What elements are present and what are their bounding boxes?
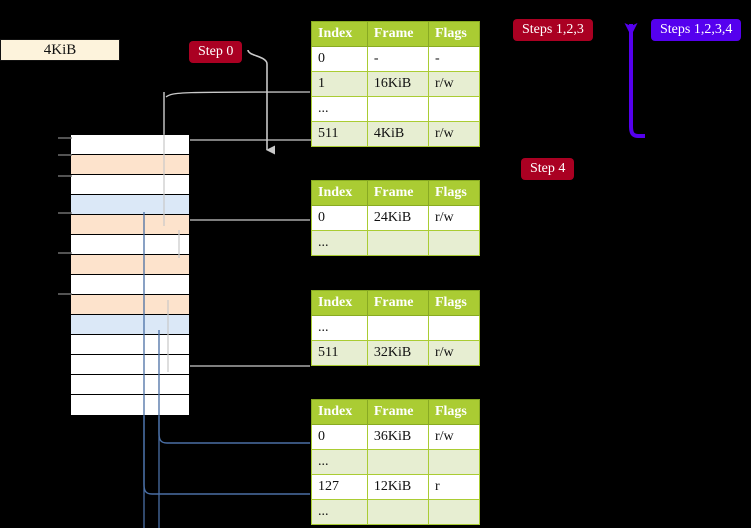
memory-grid-row (71, 275, 189, 295)
memory-grid-row (71, 175, 189, 195)
table-row: 511 32KiB r/w (311, 340, 481, 366)
purple-step-arrow (624, 23, 645, 138)
memory-grid-row (71, 335, 189, 355)
cell-frame (366, 96, 429, 122)
cell-flags (427, 449, 481, 475)
badge-steps-123-label: Steps 1,2,3 (522, 22, 584, 37)
page-table-level-2: Index Frame Flags ... 511 32KiB r/w (311, 290, 481, 366)
cell-index: ... (311, 96, 368, 122)
badge-step-4-label: Step 4 (530, 161, 566, 176)
cell-flags: r/w (427, 205, 481, 231)
badge-step-0: Step 0 (189, 41, 243, 63)
cell-flags (427, 315, 481, 341)
cell-index: ... (311, 230, 368, 256)
column-header-frame: Frame (366, 399, 429, 425)
table-row: 0 - - (311, 46, 481, 72)
cell-frame (366, 230, 429, 256)
memory-block-label: 4KiB (43, 41, 77, 58)
memory-grid-row (71, 355, 189, 375)
table-header-row: Index Frame Flags (311, 290, 481, 316)
cell-frame: 24KiB (366, 205, 429, 231)
cell-frame (366, 449, 429, 475)
cell-index: 0 (311, 424, 368, 450)
cell-flags: r/w (427, 71, 481, 97)
physical-memory-grid (70, 134, 190, 416)
table-header-row: Index Frame Flags (311, 399, 481, 425)
column-header-index: Index (311, 180, 368, 206)
table-header-row: Index Frame Flags (311, 180, 481, 206)
memory-grid-row (71, 235, 189, 255)
column-header-frame: Frame (366, 21, 429, 47)
memory-grid-row (71, 295, 189, 315)
table-row-highlighted: 511 4KiB r/w (311, 121, 481, 147)
cell-flags (427, 96, 481, 122)
cell-frame (366, 315, 429, 341)
column-header-frame: Frame (366, 290, 429, 316)
cell-index: ... (311, 499, 368, 525)
badge-steps-1234-label: Steps 1,2,3,4 (660, 22, 733, 37)
column-header-flags: Flags (427, 290, 481, 316)
column-header-frame: Frame (366, 180, 429, 206)
connector-l1-0-to-grid (178, 219, 310, 263)
page-table-level-3: Index Frame Flags 0 36KiB r/w ... 127 12… (311, 399, 481, 525)
table-row: ... (311, 96, 481, 122)
table-row: ... (311, 315, 481, 341)
memory-grid-row (71, 215, 189, 235)
table-row: 1 16KiB r/w (311, 71, 481, 97)
cell-flags: r/w (427, 340, 481, 366)
table-row: 0 24KiB r/w (311, 205, 481, 231)
cell-index: 511 (311, 121, 368, 147)
cell-flags: - (427, 46, 481, 72)
cell-index: ... (311, 449, 368, 475)
memory-grid-row (71, 135, 189, 155)
badge-step-0-label: Step 0 (198, 44, 234, 59)
column-header-index: Index (311, 21, 368, 47)
memory-grid-row (71, 155, 189, 175)
cell-frame: - (366, 46, 429, 72)
memory-grid-row (71, 375, 189, 395)
table-row: ... (311, 499, 481, 525)
cell-index: 127 (311, 474, 368, 500)
column-header-flags: Flags (427, 399, 481, 425)
cell-frame: 32KiB (366, 340, 429, 366)
connector-4kib-to-grid (247, 49, 275, 155)
memory-grid-row (71, 395, 189, 415)
page-table-level-1: Index Frame Flags 0 24KiB r/w ... (311, 180, 481, 256)
memory-grid-row (71, 315, 189, 335)
cell-frame (366, 499, 429, 525)
table-row: ... (311, 449, 481, 475)
table-row: ... (311, 230, 481, 256)
cell-index: 0 (311, 205, 368, 231)
cell-frame: 16KiB (366, 71, 429, 97)
cell-flags: r (427, 474, 481, 500)
badge-steps-123: Steps 1,2,3 (513, 19, 593, 41)
cell-frame: 36KiB (366, 424, 429, 450)
page-table-level-0: Index Frame Flags 0 - - 1 16KiB r/w ... (311, 21, 481, 147)
cell-flags: r/w (427, 424, 481, 450)
cell-flags (427, 499, 481, 525)
cell-index: 1 (311, 71, 368, 97)
column-header-flags: Flags (427, 180, 481, 206)
cell-frame: 4KiB (366, 121, 429, 147)
cell-index: 0 (311, 46, 368, 72)
cell-flags (427, 230, 481, 256)
column-header-index: Index (311, 399, 368, 425)
cell-index: ... (311, 315, 368, 341)
table-row: 127 12KiB r (311, 474, 481, 500)
cell-frame: 12KiB (366, 474, 429, 500)
table-row: 0 36KiB r/w (311, 424, 481, 450)
table-header-row: Index Frame Flags (311, 21, 481, 47)
memory-block-4kib: 4KiB (0, 39, 120, 61)
memory-grid-row (71, 255, 189, 275)
badge-steps-1234: Steps 1,2,3,4 (651, 19, 742, 41)
cell-flags: r/w (427, 121, 481, 147)
column-header-index: Index (311, 290, 368, 316)
memory-grid-row (71, 195, 189, 215)
column-header-flags: Flags (427, 21, 481, 47)
badge-step-4: Step 4 (521, 158, 575, 180)
cell-index: 511 (311, 340, 368, 366)
